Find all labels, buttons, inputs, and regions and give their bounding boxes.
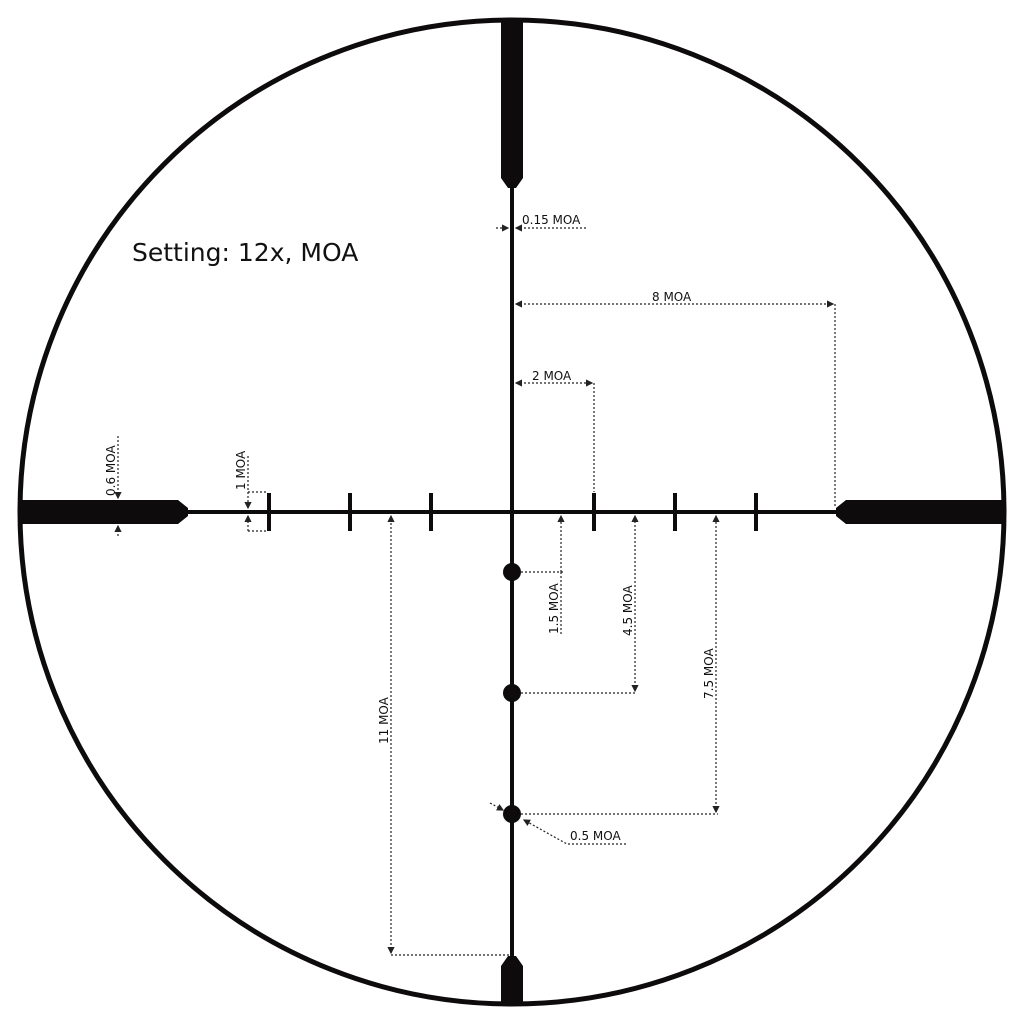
post-right (836, 500, 1004, 524)
label-post-gap: 11 MOA (377, 696, 391, 744)
label-line-width: 0.15 MOA (522, 213, 581, 227)
setting-title: Setting: 12x, MOA (132, 238, 359, 267)
post-top (501, 20, 523, 188)
post-left (20, 500, 188, 524)
holdover-dots (503, 563, 521, 823)
label-post-thickness: 0.6 MOA (104, 445, 118, 496)
label-hash-span: 2 MOA (532, 369, 572, 383)
post-bottom (501, 956, 523, 1004)
label-dot-size: 0.5 MOA (570, 829, 621, 843)
hash-marks (267, 493, 758, 531)
dimension-lines (114, 224, 836, 956)
label-hash-height: 1 MOA (234, 450, 248, 490)
label-dot2-offset: 4.5 MOA (621, 585, 635, 636)
label-outer-span: 8 MOA (652, 290, 692, 304)
label-dot1-offset: 1.5 MOA (547, 583, 561, 634)
label-dot3-offset: 7.5 MOA (702, 648, 716, 699)
